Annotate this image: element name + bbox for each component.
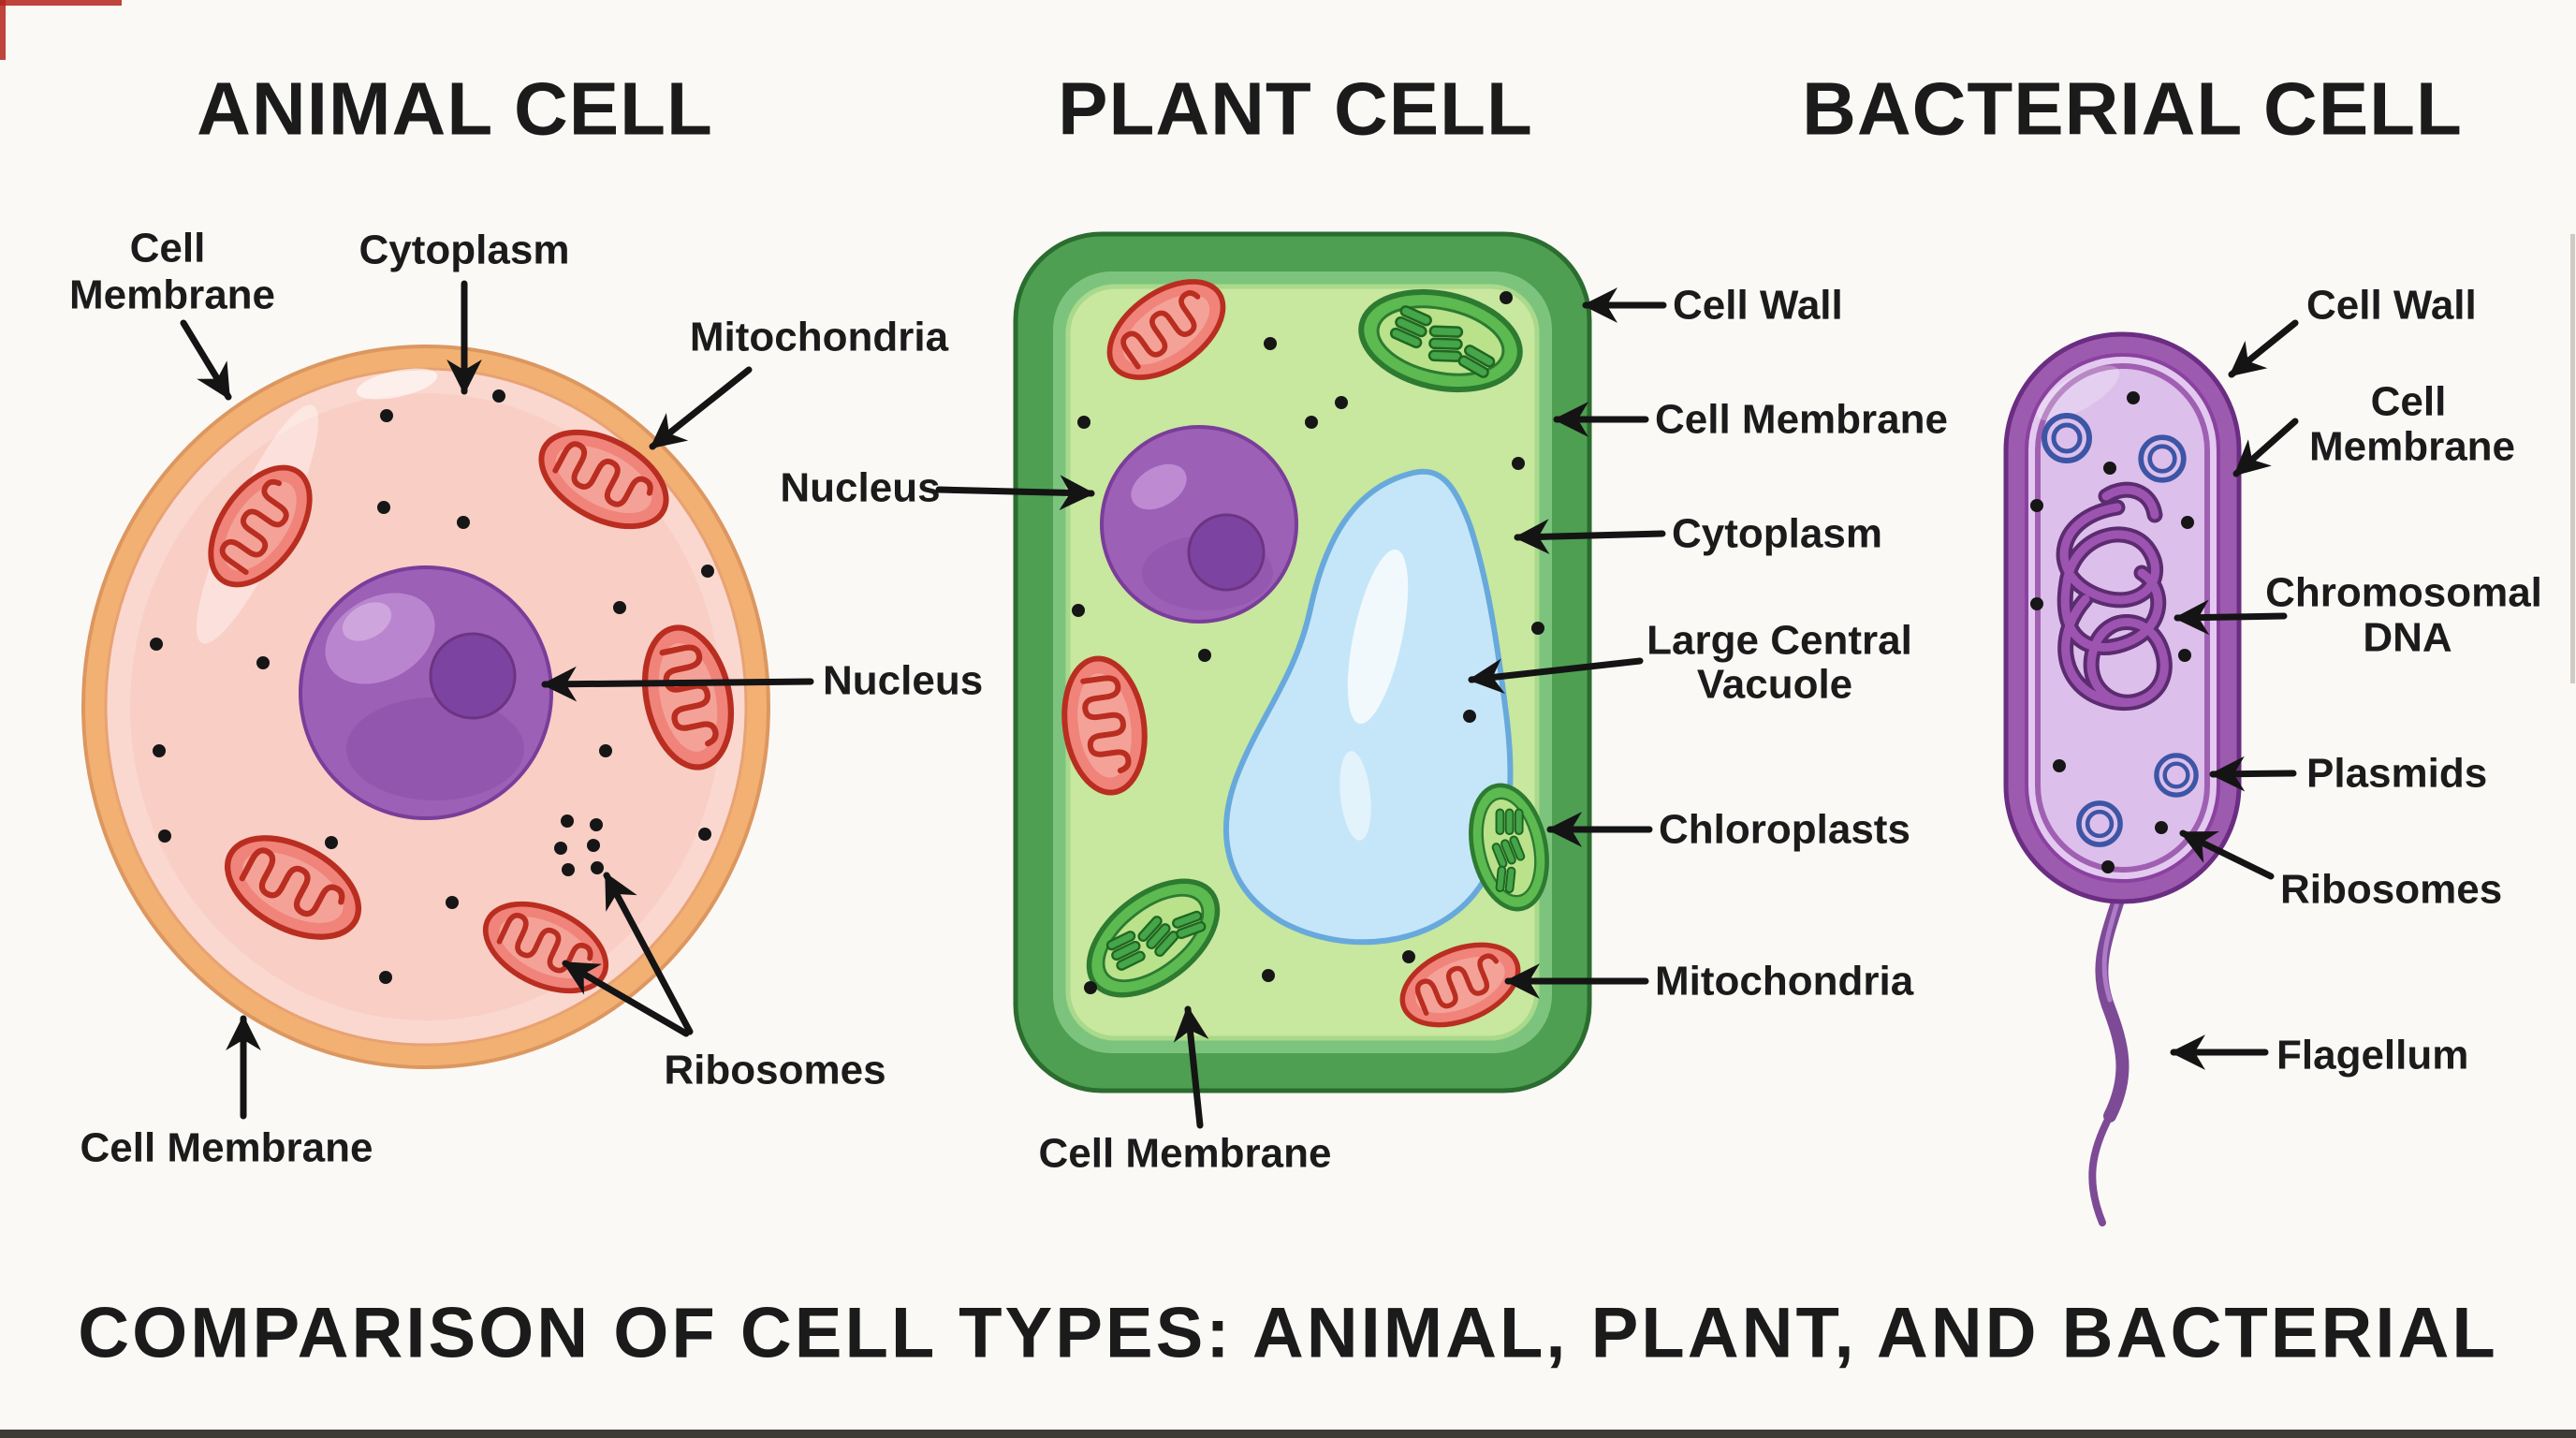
animal-mitochondria-label: Mitochondria bbox=[690, 315, 949, 360]
animal-cell-membrane-bottom-label: Cell Membrane bbox=[80, 1125, 373, 1171]
plant-nucleus-arrow bbox=[935, 475, 1095, 511]
animal-nucleolus-shape bbox=[429, 632, 517, 720]
animal-cell-group: ANIMAL CELL bbox=[69, 67, 983, 1171]
bacterial-flagellum-shape bbox=[2088, 890, 2130, 1226]
plant-cytoplasm-arrow bbox=[1514, 519, 1666, 555]
plant-cell-membrane-label: Cell Membrane bbox=[1655, 397, 1948, 443]
plant-mitochondria-label: Mitochondria bbox=[1655, 959, 1914, 1005]
animal-cytoplasm-label: Cytoplasm bbox=[359, 227, 570, 273]
bacterial-flagellum-label: Flagellum bbox=[2276, 1033, 2468, 1078]
bacterial-cell-group: BACTERIAL CELL bbox=[1802, 67, 2542, 1226]
plant-vacuole-label-line2: Vacuole bbox=[1697, 662, 1852, 708]
bacterial-chromosomal-dna-arrow bbox=[2174, 599, 2288, 636]
plant-chloroplasts-label: Chloroplasts bbox=[1659, 807, 1910, 853]
bacterial-ribosomes-label: Ribosomes bbox=[2280, 867, 2502, 913]
animal-cell-membrane-top-label-line1: Cell bbox=[130, 226, 206, 271]
animal-nucleus-label: Nucleus bbox=[823, 658, 983, 704]
plant-cell-membrane-bottom-label: Cell Membrane bbox=[1039, 1131, 1332, 1177]
plant-cell-title: PLANT CELL bbox=[1058, 67, 1533, 151]
bacterial-plasmids-arrow bbox=[2209, 756, 2297, 792]
animal-cell-membrane-top-arrow bbox=[180, 319, 232, 401]
edge-artifact-right bbox=[2570, 234, 2575, 683]
plant-central-vacuole-shape bbox=[1223, 468, 1514, 946]
plant-cell-membrane-bottom-arrow bbox=[1173, 1005, 1209, 1129]
cytoplasm-highlight bbox=[356, 368, 438, 400]
animal-mitochondria-arrow bbox=[649, 366, 753, 450]
edge-artifact-left bbox=[0, 0, 6, 60]
bacterial-plasmids-label: Plasmids bbox=[2306, 751, 2487, 797]
animal-nucleus-shape bbox=[299, 565, 553, 820]
plant-cell-group: PLANT CELL bbox=[780, 67, 1948, 1177]
plant-cell-wall-label: Cell Wall bbox=[1673, 283, 1843, 329]
plant-vacuole-arrow bbox=[1468, 657, 1644, 695]
animal-ribosomes-arrow-1 bbox=[603, 872, 694, 1035]
bacterial-cell-title: BACTERIAL CELL bbox=[1802, 67, 2463, 151]
bacterial-cell-membrane-arrow bbox=[2232, 418, 2299, 477]
plant-nucleolus-shape bbox=[1187, 513, 1266, 592]
bacterial-cell-membrane-label-line2: Membrane bbox=[2309, 424, 2515, 470]
plant-vacuole-label-line1: Large Central bbox=[1647, 618, 1912, 664]
plant-nucleus-label: Nucleus bbox=[780, 465, 940, 511]
capsule-highlight bbox=[2036, 365, 2120, 421]
animal-ribosomes-arrow-2 bbox=[562, 960, 690, 1037]
bacterial-cell-wall-arrow bbox=[2228, 319, 2299, 378]
bacterial-ribosomes-arrow bbox=[2179, 829, 2275, 880]
animal-ribosomes-label: Ribosomes bbox=[664, 1048, 886, 1093]
bacterial-chromosomal-dna-label-line2: DNA bbox=[2363, 615, 2452, 661]
bottom-border-line bbox=[0, 1430, 2576, 1438]
bacterial-cell-membrane-label-line1: Cell bbox=[2371, 379, 2447, 425]
diagram-caption: COMPARISON OF CELL TYPES: ANIMAL, PLANT,… bbox=[78, 1294, 2498, 1373]
plant-cytoplasm-label: Cytoplasm bbox=[1672, 511, 1882, 557]
bacterial-chromosomal-dna-shape bbox=[2056, 481, 2173, 712]
animal-cell-membrane-top-label-line2: Membrane bbox=[69, 272, 275, 318]
edge-artifact-top bbox=[0, 0, 122, 6]
bacterial-cell-wall-label: Cell Wall bbox=[2306, 283, 2477, 329]
animal-cell-title: ANIMAL CELL bbox=[197, 67, 713, 151]
animal-nucleus-arrow bbox=[541, 666, 814, 702]
plant-nucleus-shape bbox=[1100, 425, 1298, 624]
bacterial-chromosomal-dna-label-line1: Chromosomal bbox=[2265, 570, 2542, 616]
